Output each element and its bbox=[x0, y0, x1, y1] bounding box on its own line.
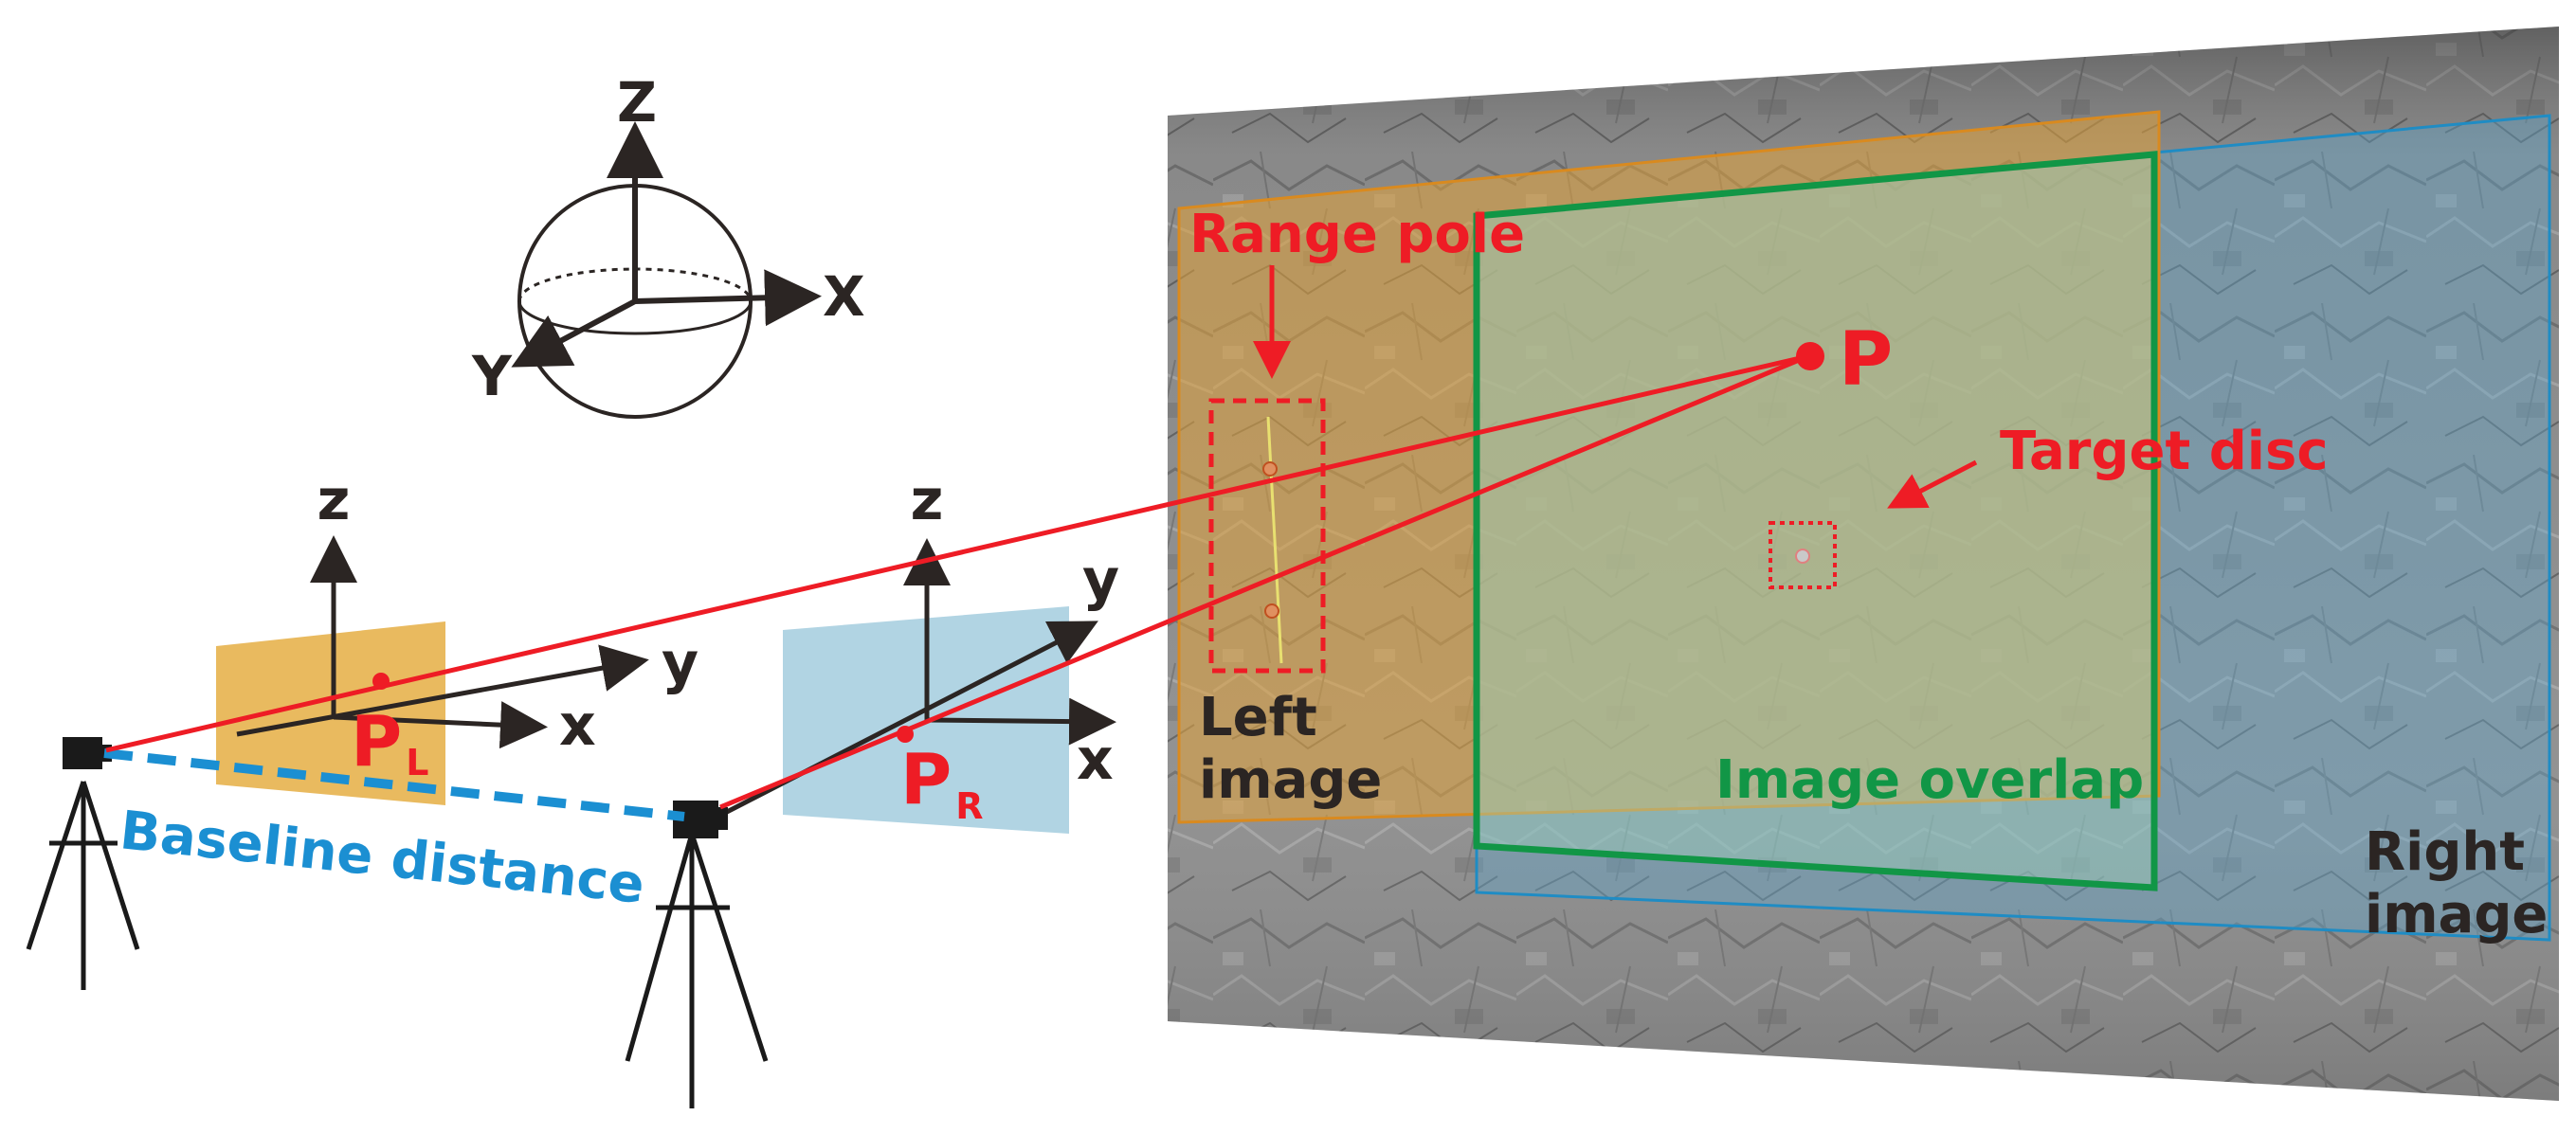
right-image-label-line1: Right bbox=[2365, 821, 2525, 883]
left-image-label-line2: image bbox=[1199, 749, 1382, 811]
range-pole-box bbox=[1208, 398, 1326, 674]
right-tripod-icon bbox=[625, 833, 769, 1108]
left-y-label: y bbox=[662, 630, 698, 696]
right-x-axis bbox=[926, 697, 1116, 746]
right-camera-system: z x y bbox=[625, 467, 1119, 1108]
range-pole bbox=[1266, 416, 1283, 664]
image-overlap-frame bbox=[1473, 151, 2158, 891]
left-camera-system: z x y bbox=[26, 467, 698, 990]
range-pole-target-top bbox=[1262, 461, 1278, 477]
target-disc-arrow bbox=[1887, 459, 1978, 509]
left-y-axis bbox=[236, 644, 649, 737]
right-camera-lens-icon bbox=[713, 807, 728, 830]
sphere-y-label: Y bbox=[471, 344, 513, 408]
target-disc bbox=[1795, 549, 1810, 564]
left-x-label: x bbox=[559, 693, 596, 759]
object-point bbox=[1796, 342, 1824, 370]
range-pole-label: Range pole bbox=[1189, 204, 1525, 265]
sphere-y-axis bbox=[511, 298, 637, 368]
image-overlap-label: Image overlap bbox=[1715, 749, 2144, 811]
range-pole-target-bottom bbox=[1264, 603, 1279, 619]
right-x-label: x bbox=[1077, 727, 1114, 793]
global-coordinate-sphere: Z X Y bbox=[471, 70, 865, 419]
left-ray bbox=[105, 353, 1809, 753]
sphere-equator-front bbox=[517, 300, 753, 335]
left-tripod-icon bbox=[26, 781, 140, 990]
baseline-line bbox=[103, 748, 685, 821]
photo-panel bbox=[1168, 27, 2559, 1101]
left-image-point bbox=[372, 673, 390, 690]
target-disc-box bbox=[1769, 521, 1837, 589]
right-image-point bbox=[897, 726, 914, 743]
right-y-label: y bbox=[1082, 547, 1119, 613]
sphere-x-label: X bbox=[823, 264, 865, 329]
object-point-label: P bbox=[1839, 317, 1893, 403]
left-image-label-line1: Left bbox=[1199, 687, 1317, 748]
left-camera-icon bbox=[63, 737, 102, 769]
right-z-label: z bbox=[911, 467, 944, 533]
sphere-x-axis bbox=[634, 269, 822, 327]
right-image-label-line2: image bbox=[2365, 884, 2548, 945]
left-x-axis bbox=[333, 701, 548, 749]
sphere-z-label: Z bbox=[617, 70, 657, 135]
baseline-label: Baseline distance bbox=[118, 800, 647, 916]
left-image-plane bbox=[216, 621, 445, 805]
left-z-label: z bbox=[317, 467, 351, 533]
target-disc-label: Target disc bbox=[2000, 421, 2329, 482]
